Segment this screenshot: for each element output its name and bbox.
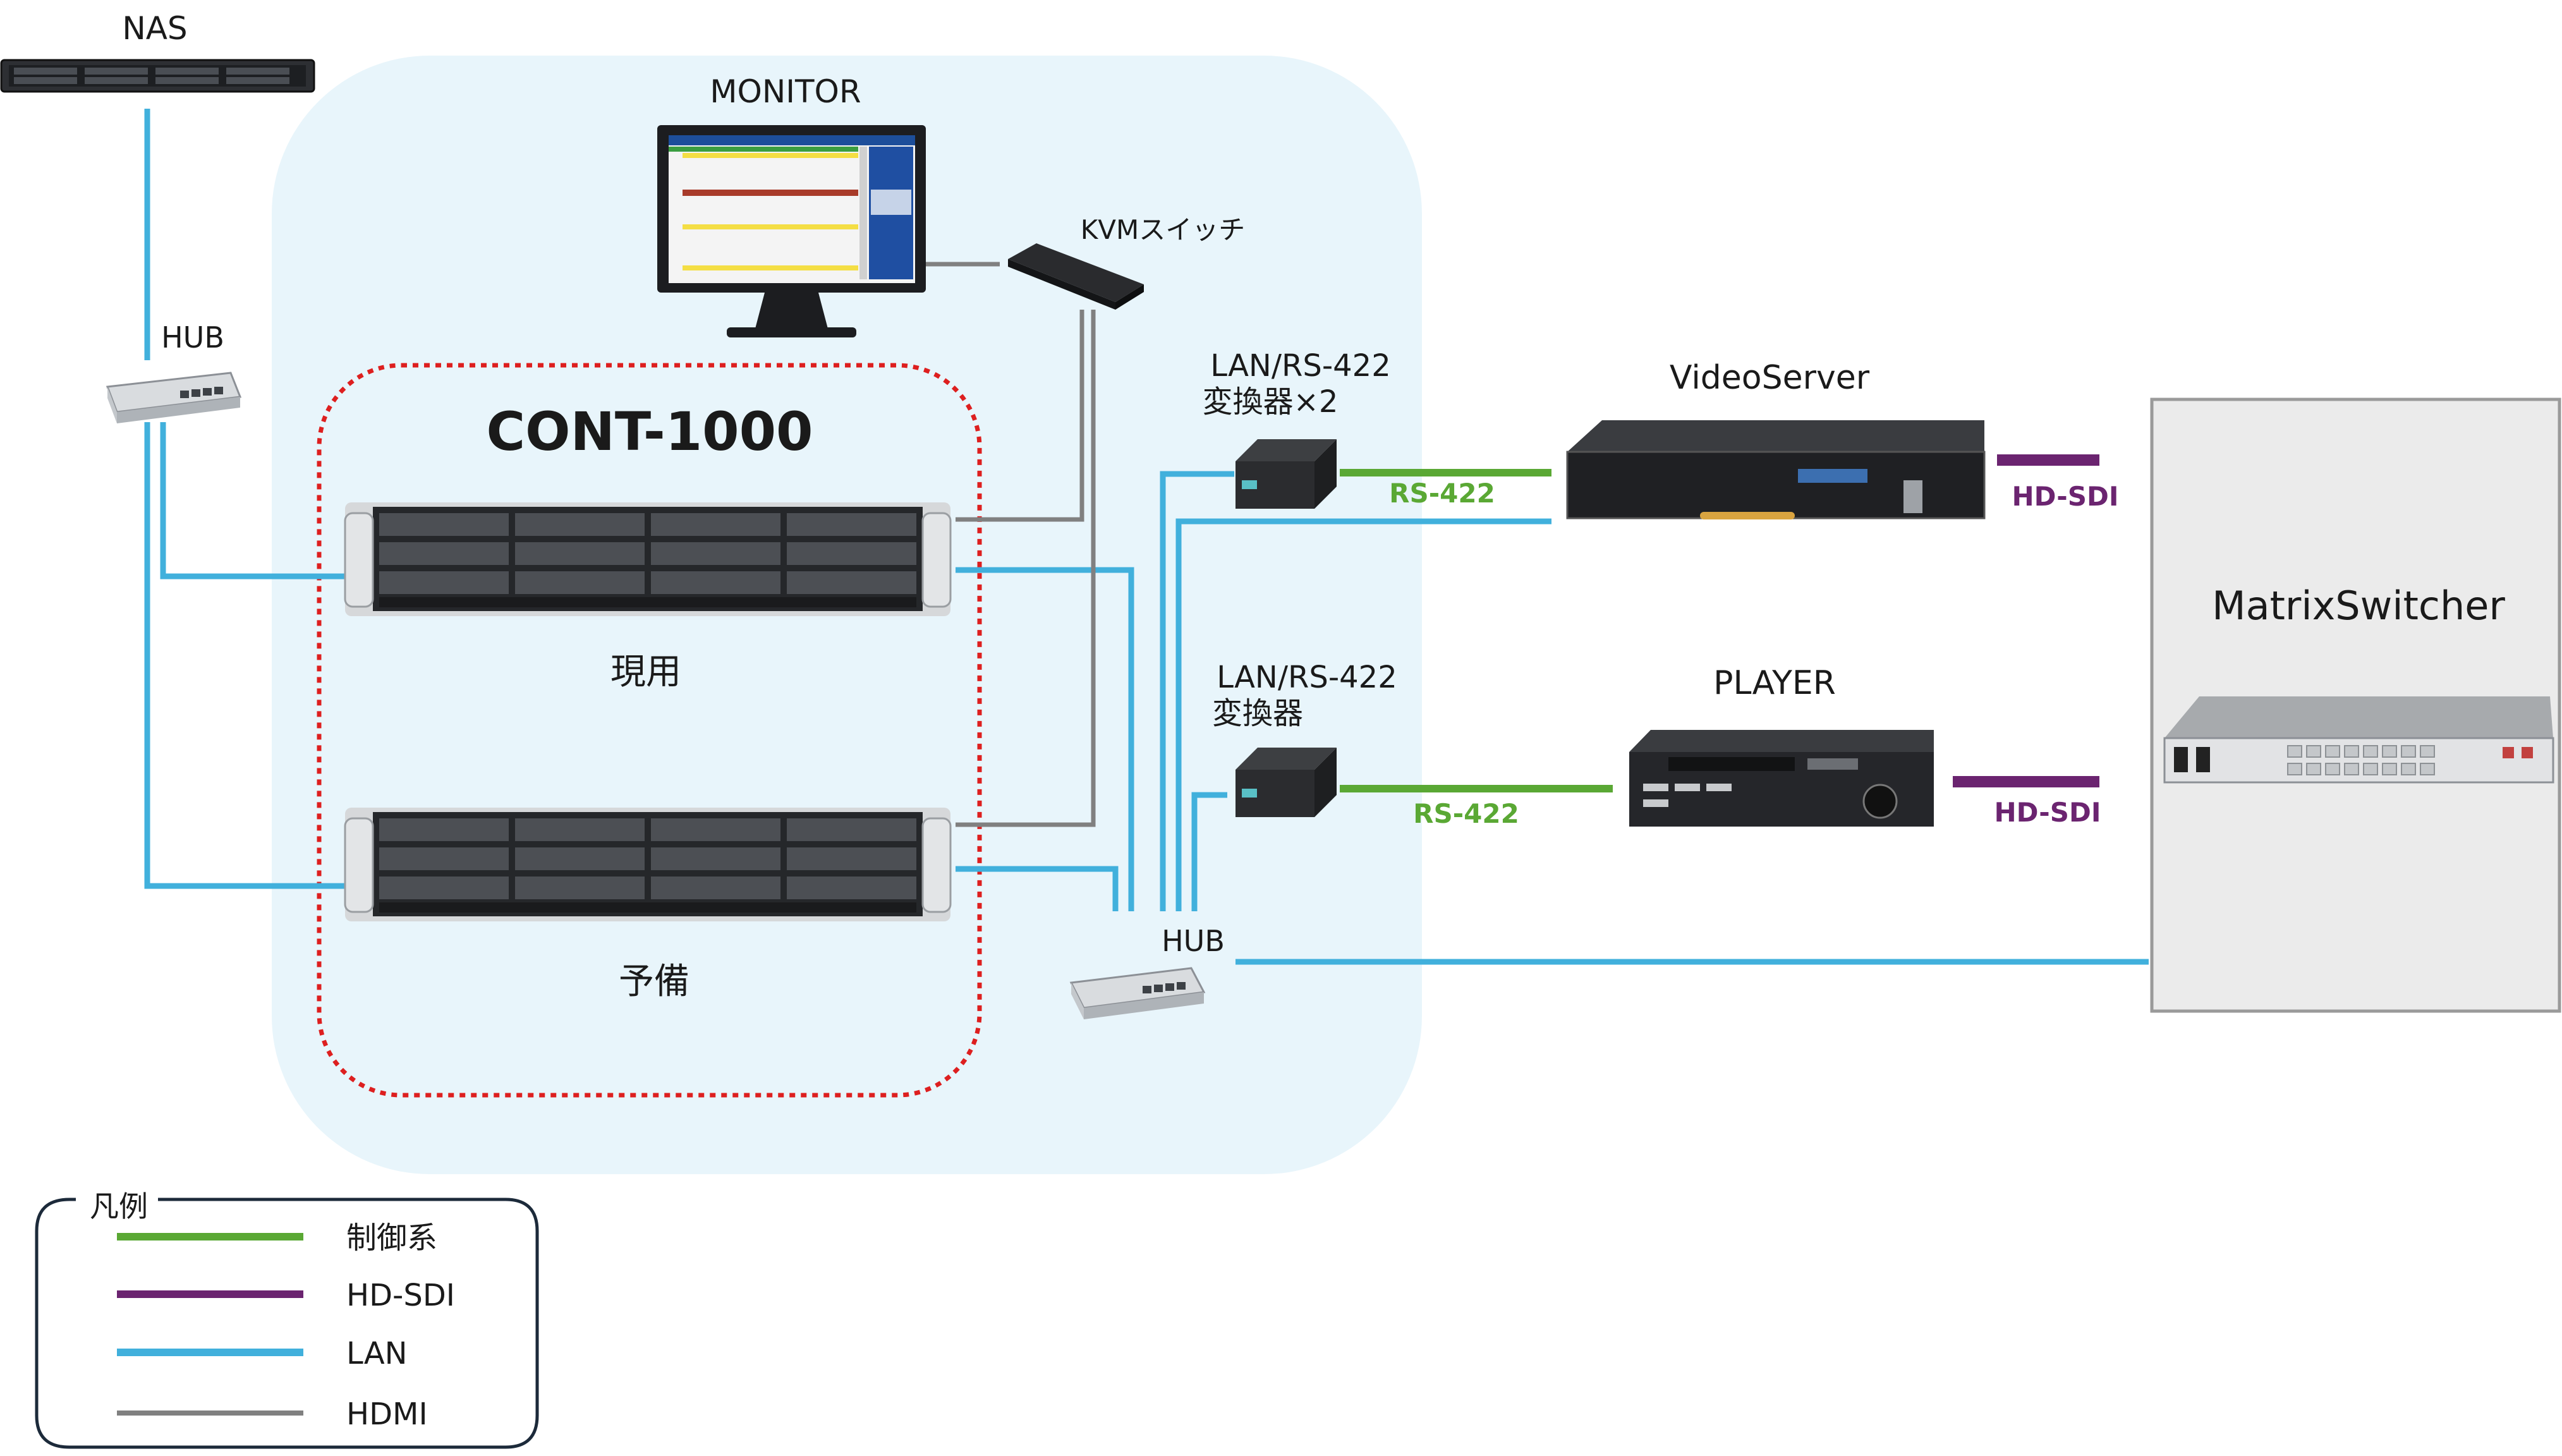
active-label: 現用 <box>610 652 681 693</box>
legend-label-control: 制御系 <box>346 1220 437 1256</box>
lan-hub-standby <box>144 422 345 889</box>
hdmi-kvm-standby <box>956 310 1096 827</box>
videoserver-label: VideoServer <box>1670 359 1870 397</box>
monitor-device <box>657 125 926 337</box>
legend: 凡例 制御系 HD-SDI LAN HDMI <box>35 1189 539 1449</box>
server-active <box>344 502 952 616</box>
converter-single-label-1: LAN/RS-422 <box>1217 660 1397 695</box>
legend-label-hdmi: HDMI <box>346 1397 428 1432</box>
hub-left-label: HUB <box>161 320 224 355</box>
converter-double-label-1: LAN/RS-422 <box>1210 348 1391 384</box>
lan-hub-conv2 <box>1191 792 1227 911</box>
nas-label: NAS <box>122 10 187 47</box>
rs422-top-label: RS-422 <box>1389 478 1495 509</box>
hdsdi-top-label: HD-SDI <box>2012 481 2119 512</box>
converter-double-device <box>1235 439 1337 509</box>
legend-label-hdsdi: HD-SDI <box>346 1278 455 1313</box>
lan-lines <box>144 109 2149 965</box>
converter-single-device <box>1235 748 1337 817</box>
cont-title: CONT-1000 <box>487 401 813 463</box>
nas-device <box>0 59 315 93</box>
legend-label-lan: LAN <box>346 1336 408 1371</box>
hdmi-kvm-active <box>956 310 1084 522</box>
lan-active-hub <box>956 567 1134 911</box>
hdsdi-bottom-label: HD-SDI <box>1994 797 2101 828</box>
player-device <box>1629 730 1934 827</box>
lan-hub-conv1 <box>1160 471 1234 911</box>
player-label: PLAYER <box>1713 664 1836 702</box>
lan-hub-videoserver <box>1175 518 1551 911</box>
control-lines <box>1340 469 1613 792</box>
matrix-label: MatrixSwitcher <box>2212 583 2505 629</box>
hub-center-device <box>1069 967 1206 1019</box>
legend-frame <box>35 1198 539 1449</box>
matrix-switcher-device <box>2163 696 2554 784</box>
hub-left-device <box>106 372 242 423</box>
lan-standby-hub <box>956 866 1119 911</box>
server-standby <box>344 808 952 921</box>
rs422-bottom-label: RS-422 <box>1413 798 1519 829</box>
converter-single-label-2: 変換器 <box>1212 696 1303 731</box>
legend-title: 凡例 <box>90 1189 148 1223</box>
converter-double-label-2: 変換器×2 <box>1203 384 1339 420</box>
lan-hub-active <box>160 422 345 579</box>
standby-label: 予備 <box>619 961 689 1002</box>
hdsdi-lines <box>1953 454 2099 787</box>
hub-center-label: HUB <box>1162 924 1225 958</box>
videoserver-device <box>1566 420 1986 519</box>
hdmi-lines <box>926 262 1096 827</box>
monitor-label: MONITOR <box>710 73 861 110</box>
kvm-label: KVMスイッチ <box>1081 214 1246 245</box>
kvm-device <box>1008 243 1144 310</box>
